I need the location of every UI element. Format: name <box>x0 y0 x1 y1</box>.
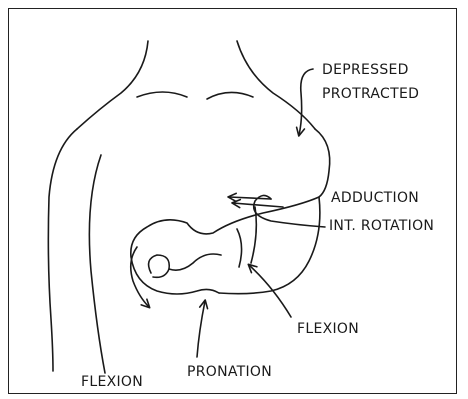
label-depressed: DEPRESSED <box>322 63 409 77</box>
collarbone-right <box>207 92 253 99</box>
neck-left-line <box>77 41 148 129</box>
elbow-crease <box>237 229 242 267</box>
shoulder-outline-right <box>315 129 330 197</box>
hand-curl <box>149 255 170 277</box>
collarbone-left <box>137 92 187 97</box>
label-adduction: ADDUCTION <box>331 191 419 205</box>
label-protracted: PROTRACTED <box>322 87 419 101</box>
int-rotation-arrow <box>254 195 325 227</box>
label-int-rotation: INT. ROTATION <box>329 219 434 233</box>
torso-outline-left <box>48 129 77 371</box>
flexion-fingers-arrow <box>131 247 149 307</box>
finger-curl <box>169 254 221 270</box>
adduction-arrow-tip <box>229 197 271 199</box>
label-pronation: PRONATION <box>187 365 272 379</box>
figure-frame: DEPRESSED PROTRACTED ADDUCTION INT. ROTA… <box>8 8 457 394</box>
label-flexion-fingers: FLEXION <box>81 375 143 389</box>
neck-right-line <box>237 41 315 129</box>
adduction-arrow <box>233 203 283 207</box>
forearm-upper-edge <box>131 197 319 294</box>
body-inner-line <box>89 155 105 373</box>
label-flexion-elbow: FLEXION <box>297 322 359 336</box>
pronation-arrow <box>197 301 205 357</box>
